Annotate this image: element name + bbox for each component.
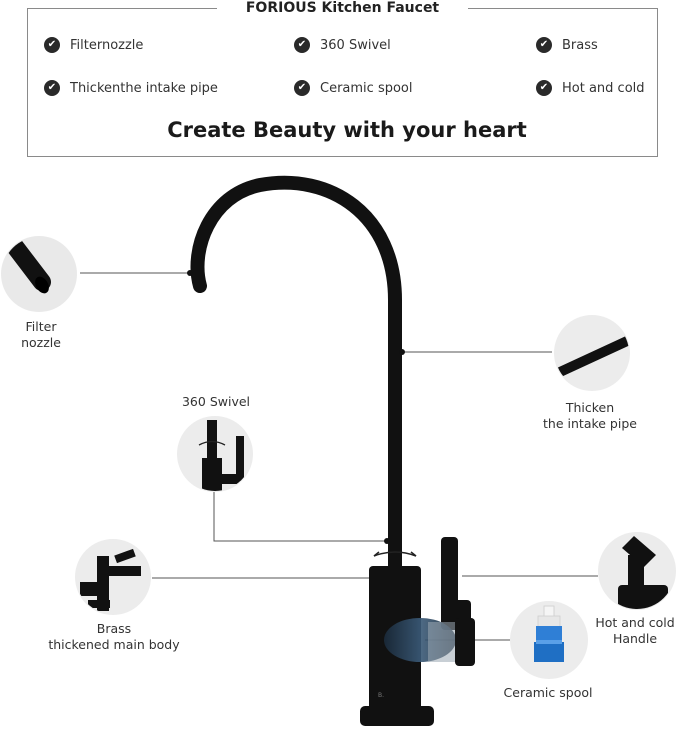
detail-ceramic-spool	[510, 601, 588, 679]
detail-handle	[598, 532, 676, 610]
slogan: Create Beauty with your heart	[167, 118, 527, 142]
feature-item: ✔ Ceramic spool	[294, 80, 413, 96]
callout-line: Hot and cold	[595, 615, 675, 630]
feature-item: ✔ Thickenthe intake pipe	[44, 80, 218, 96]
callout-brass-body: Brass thickened main body	[44, 621, 184, 653]
callout-line: Thicken	[565, 400, 615, 415]
callout-filter-nozzle: Filter nozzle	[14, 319, 68, 351]
feature-label: Brass	[562, 37, 598, 53]
feature-item: ✔ Filternozzle	[44, 37, 143, 53]
check-circle-icon: ✔	[536, 80, 552, 96]
body-mark: B.	[378, 692, 384, 699]
faucet: B.	[187, 175, 475, 726]
feature-label: Thickenthe intake pipe	[70, 80, 218, 96]
callout-line: Ceramic spool	[503, 685, 593, 700]
feature-label: 360 Swivel	[320, 37, 391, 53]
detail-thicken-pipe	[554, 315, 630, 391]
check-circle-icon: ✔	[44, 80, 60, 96]
callout-line: Handle	[612, 631, 658, 646]
detail-brass-body	[75, 539, 151, 615]
detail-swivel	[177, 416, 253, 492]
detail-filter-nozzle	[1, 236, 77, 312]
feature-item: ✔ 360 Swivel	[294, 37, 391, 53]
feature-label: Filternozzle	[70, 37, 144, 53]
feature-label: Ceramic spool	[320, 80, 413, 96]
callout-line: nozzle	[21, 335, 61, 350]
check-circle-icon: ✔	[294, 80, 310, 96]
check-circle-icon: ✔	[536, 37, 552, 53]
feature-item: ✔ Brass	[536, 37, 598, 53]
callout-line: Brass	[96, 621, 132, 636]
callout-line: thickened main body	[48, 637, 180, 652]
frame-top-left-line	[27, 8, 217, 9]
check-circle-icon: ✔	[44, 37, 60, 53]
frame-top-right-line	[468, 8, 657, 9]
callout-lines	[80, 272, 598, 641]
header-title: FORIOUS Kitchen Faucet	[245, 0, 440, 16]
callout-handle: Hot and cold Handle	[592, 615, 678, 647]
features-frame	[27, 8, 658, 157]
callout-line: 360 Swivel	[181, 394, 251, 409]
callout-line: Filter	[25, 319, 57, 334]
callout-swivel: 360 Swivel	[178, 394, 254, 410]
feature-label: Hot and cold	[562, 80, 645, 96]
callout-ceramic-spool: Ceramic spool	[500, 685, 596, 701]
callout-thicken-pipe: Thicken the intake pipe	[540, 400, 640, 432]
check-circle-icon: ✔	[294, 37, 310, 53]
callout-line: the intake pipe	[543, 416, 637, 431]
feature-item: ✔ Hot and cold	[536, 80, 645, 96]
